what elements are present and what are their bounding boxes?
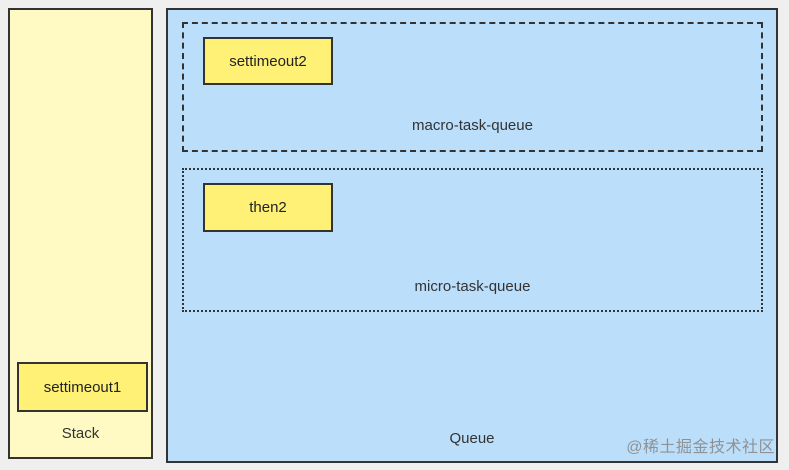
task-then2: then2: [203, 183, 333, 232]
stack-label: Stack: [61, 425, 100, 442]
macro-task-queue: macro-task-queue: [182, 22, 763, 152]
micro-task-queue-label: micro-task-queue: [414, 278, 531, 295]
macro-task-queue-label: macro-task-queue: [412, 117, 533, 134]
task-settimeout1: settimeout1: [17, 362, 148, 412]
micro-task-queue: micro-task-queue: [182, 168, 763, 312]
watermark: @稀土掘金技术社区: [626, 439, 775, 456]
queue-label: Queue: [449, 430, 495, 447]
task-settimeout2: settimeout2: [203, 37, 333, 85]
